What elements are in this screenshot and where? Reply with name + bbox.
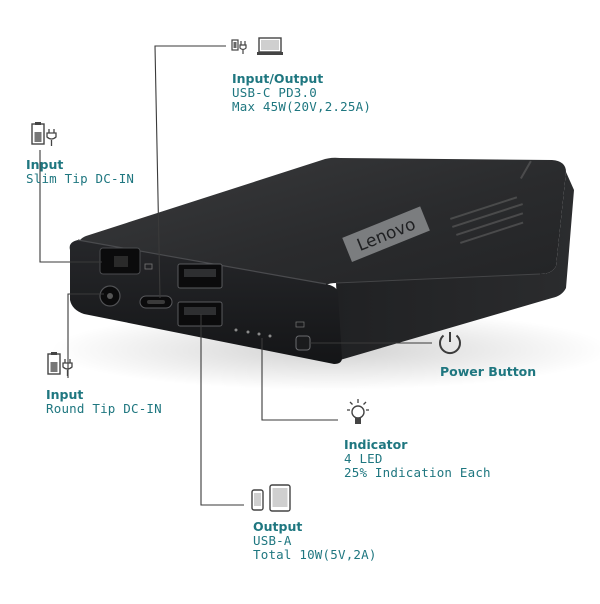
usb-c-label: Input/Output USB-C PD3.0 Max 45W(20V,2.2… [232, 72, 371, 114]
battery-plug-icon [31, 122, 57, 146]
usb-a-title: Output [253, 519, 303, 534]
phone-icon [251, 489, 264, 511]
tablet-icon [269, 484, 291, 512]
slim-tip-line1: Slim Tip DC-IN [26, 171, 135, 186]
indicator-title: Indicator [344, 437, 408, 452]
round-tip-title: Input [46, 387, 84, 402]
power-bank-device: Lenovo [69, 157, 574, 364]
power-label: Power Button [440, 365, 536, 379]
power-title: Power Button [440, 364, 537, 379]
usb-a-line2: Total 10W(5V,2A) [253, 547, 377, 562]
usb-a-port-1 [177, 263, 223, 289]
slim-tip-port [99, 247, 153, 275]
laptop-icon [257, 37, 283, 55]
usb-c-title: Input/Output [232, 71, 324, 86]
indicator-line1: 4 LED [344, 451, 383, 466]
indicator-callout-line [261, 338, 338, 421]
usb-a-line1: USB-A [253, 533, 292, 548]
round-tip-label: Input Round Tip DC-IN [46, 388, 162, 416]
regulatory-markings [450, 160, 532, 244]
plug-icon [231, 39, 247, 54]
battery-plug-icon [47, 352, 73, 376]
slim-tip-title: Input [26, 157, 64, 172]
round-tip-callout-line [67, 293, 104, 378]
device-side-face [336, 172, 574, 360]
power-icon [439, 332, 461, 355]
indicator-label: Indicator 4 LED 25% Indication Each [344, 438, 491, 480]
usb-c-line2: Max 45W(20V,2.25A) [232, 99, 372, 114]
slim-tip-callout-line [39, 150, 102, 263]
callout-lines [39, 45, 432, 506]
light-bulb-icon [347, 399, 369, 424]
usb-a-callout-line [200, 314, 244, 506]
usb-c-port [139, 295, 173, 309]
usb-c-callout-line [154, 45, 226, 299]
usb-a-port-2 [177, 301, 223, 327]
usb-c-line1: USB-C PD3.0 [232, 85, 317, 100]
led-indicators [234, 328, 272, 338]
indicator-line2: 25% Indication Each [344, 465, 491, 480]
usb-a-label: Output USB-A Total 10W(5V,2A) [253, 520, 377, 562]
round-tip-line1: Round Tip DC-IN [46, 401, 162, 416]
slim-tip-label: Input Slim Tip DC-IN [26, 158, 134, 186]
round-tip-port [99, 285, 121, 307]
